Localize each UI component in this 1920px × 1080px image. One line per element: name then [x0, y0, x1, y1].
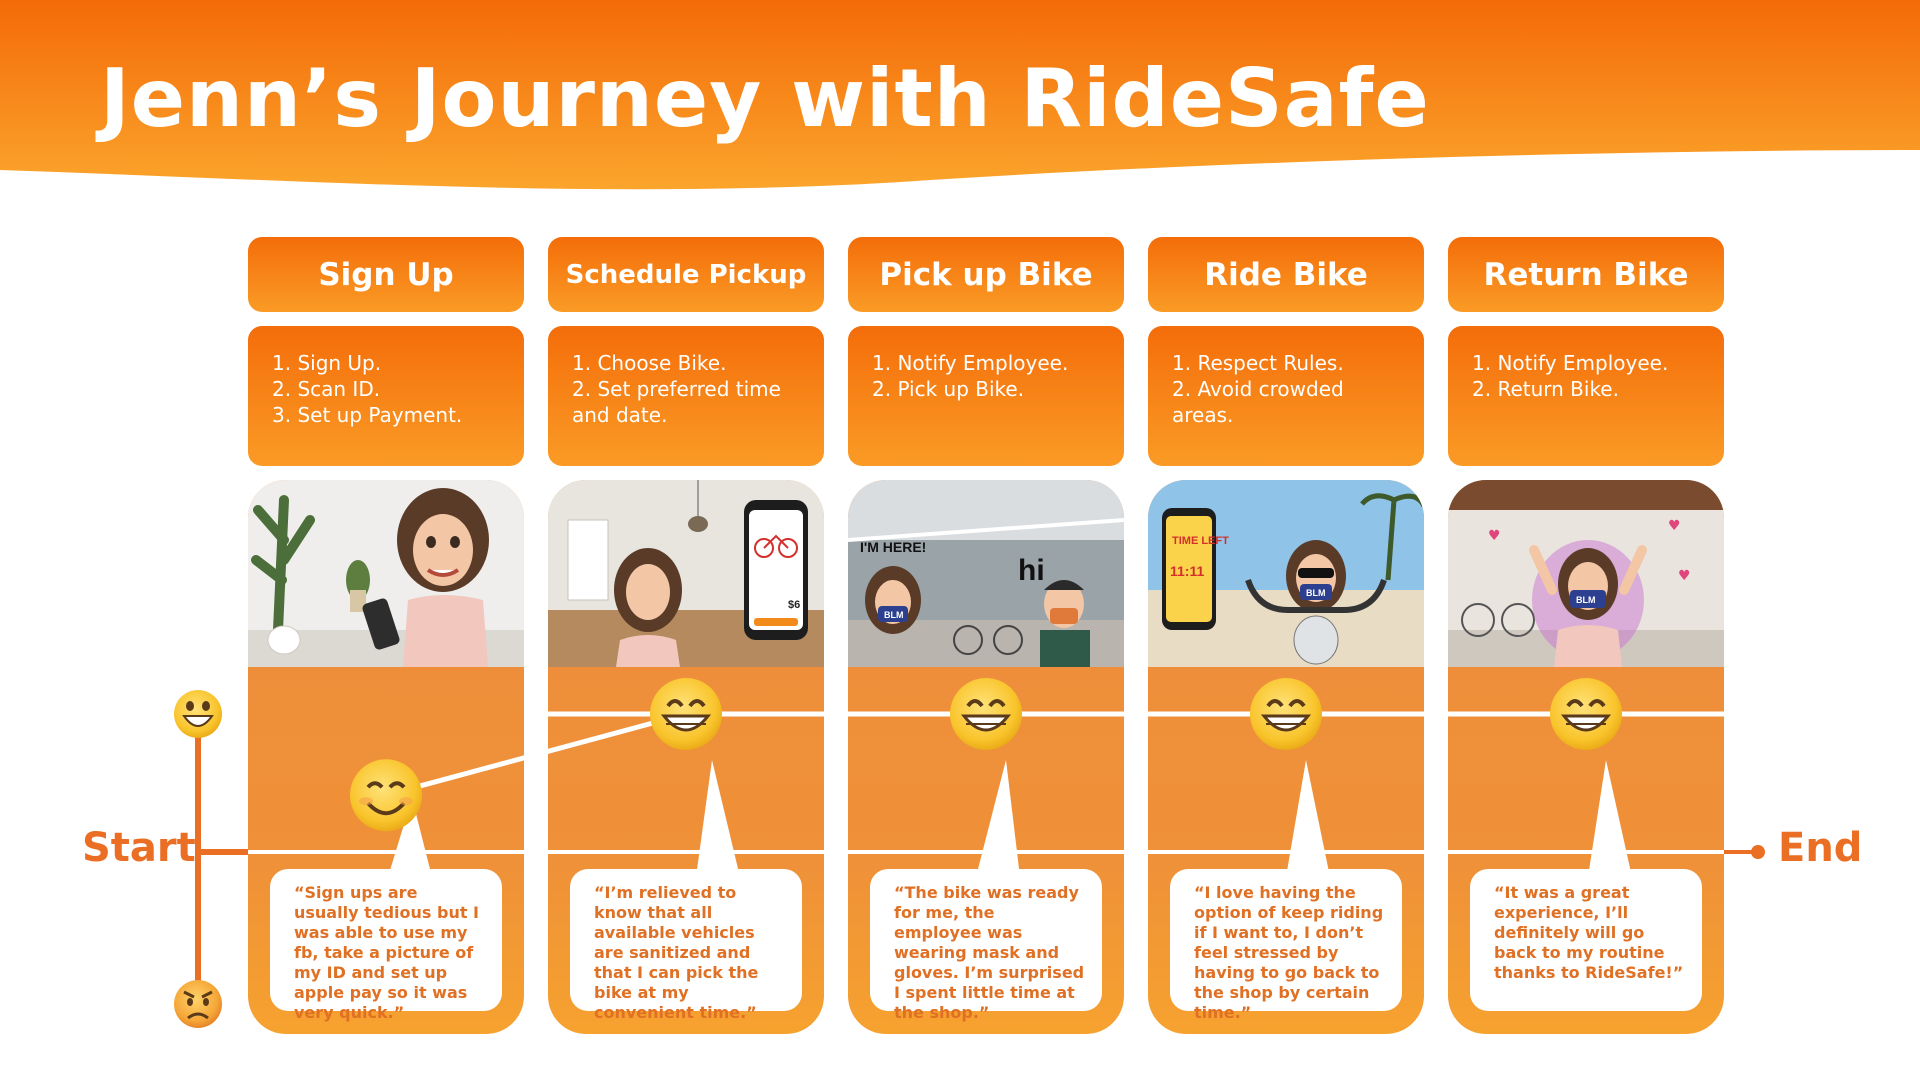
- quote-text: “I love having the option of keep riding…: [1194, 883, 1384, 1022]
- step-item: 1. Sign Up.: [272, 351, 382, 375]
- stage-header: Pick up Bike: [848, 237, 1124, 312]
- mask-text: BLM: [884, 610, 904, 620]
- stage-body: I'M HERE! hi BLM “The bike was ready for…: [848, 480, 1124, 1034]
- quote-card: “I’m relieved to know that all available…: [570, 869, 802, 1022]
- quote-card: “The bike was ready for me, the employee…: [870, 869, 1102, 1022]
- page-title: Jenn’s Journey with RideSafe: [100, 52, 1430, 145]
- stage-header: Schedule Pickup: [548, 237, 824, 312]
- stage-steps: 1. Notify Employee. 2. Return Bike.: [1448, 326, 1724, 466]
- phone-selfie-icon: [248, 480, 524, 667]
- svg-text:♥: ♥: [1668, 518, 1681, 534]
- scene-caption: I'M HERE!: [860, 539, 926, 555]
- step-item: 2. Set preferred time and date.: [572, 377, 781, 427]
- timer-value: 11:11: [1170, 563, 1204, 579]
- stage-body: $6 “I’m relieved to know that all availa…: [548, 480, 824, 1034]
- mask-text: BLM: [1306, 588, 1326, 598]
- stage-body: TIME LEFT 11:11 BLM “I love having the o…: [1148, 480, 1424, 1034]
- step-item: 3. Set up Payment.: [272, 403, 463, 427]
- quote-text: “It was a great experience, I’ll definit…: [1494, 883, 1684, 982]
- quote-card: “It was a great experience, I’ll definit…: [1470, 869, 1702, 1011]
- stage-column: Ride Bike 1. Respect Rules. 2. Avoid cro…: [1148, 237, 1424, 1034]
- stage-column: Schedule Pickup 1. Choose Bike. 2. Set p…: [548, 237, 824, 1034]
- angry-face-icon: [174, 980, 222, 1028]
- step-item: 2. Pick up Bike.: [872, 377, 1025, 401]
- quote-text: “I’m relieved to know that all available…: [594, 883, 759, 1022]
- stage-column: Sign Up 1. Sign Up. 2. Scan ID. 3. Set u…: [248, 237, 524, 1034]
- stage-column: Pick up Bike 1. Notify Employee. 2. Pick…: [848, 237, 1124, 1034]
- mask-text: BLM: [1576, 595, 1596, 605]
- stage-body: BLM ♥ ♥ ♥ “It was a great experience, I’…: [1448, 480, 1724, 1034]
- celebration-icon: BLM ♥ ♥ ♥: [1448, 480, 1724, 667]
- step-item: 1. Notify Employee.: [872, 351, 1069, 375]
- stage-steps: 1. Sign Up. 2. Scan ID. 3. Set up Paymen…: [248, 326, 524, 466]
- svg-text:♥: ♥: [1678, 568, 1691, 584]
- stage-header: Return Bike: [1448, 237, 1724, 312]
- stage-header: Sign Up: [248, 237, 524, 312]
- step-item: 1. Respect Rules.: [1172, 351, 1344, 375]
- stage-steps: 1. Respect Rules. 2. Avoid crowded areas…: [1148, 326, 1424, 466]
- grinning-face-icon: [174, 690, 222, 738]
- step-item: 1. Choose Bike.: [572, 351, 727, 375]
- stage-header: Ride Bike: [1148, 237, 1424, 312]
- phone-booking-icon: $6: [548, 480, 824, 667]
- beach-ride-icon: TIME LEFT 11:11 BLM: [1148, 480, 1424, 667]
- scene-caption: hi: [1018, 554, 1045, 587]
- step-item: 2. Avoid crowded areas.: [1172, 377, 1344, 427]
- step-item: 1. Notify Employee.: [1472, 351, 1669, 375]
- step-item: 2. Return Bike.: [1472, 377, 1619, 401]
- end-label: End: [1778, 825, 1863, 871]
- stage-steps: 1. Choose Bike. 2. Set preferred time an…: [548, 326, 824, 466]
- bike-shop-icon: I'M HERE! hi BLM: [848, 480, 1124, 667]
- step-item: 2. Scan ID.: [272, 377, 381, 401]
- quote-card: “I love having the option of keep riding…: [1170, 869, 1402, 1022]
- stage-body: “Sign ups are usually tedious but I was …: [248, 480, 524, 1034]
- end-marker: [1751, 845, 1765, 859]
- price-label: $6: [788, 599, 800, 611]
- stage-steps: 1. Notify Employee. 2. Pick up Bike.: [848, 326, 1124, 466]
- timer-caption: TIME LEFT: [1172, 535, 1229, 547]
- header-banner: [0, 0, 1920, 190]
- quote-card: “Sign ups are usually tedious but I was …: [270, 869, 502, 1022]
- quote-text: “The bike was ready for me, the employee…: [894, 883, 1085, 1022]
- quote-text: “Sign ups are usually tedious but I was …: [294, 883, 479, 1022]
- svg-text:♥: ♥: [1488, 528, 1501, 544]
- start-label: Start: [82, 825, 196, 871]
- stage-column: Return Bike 1. Notify Employee. 2. Retur…: [1448, 237, 1724, 1034]
